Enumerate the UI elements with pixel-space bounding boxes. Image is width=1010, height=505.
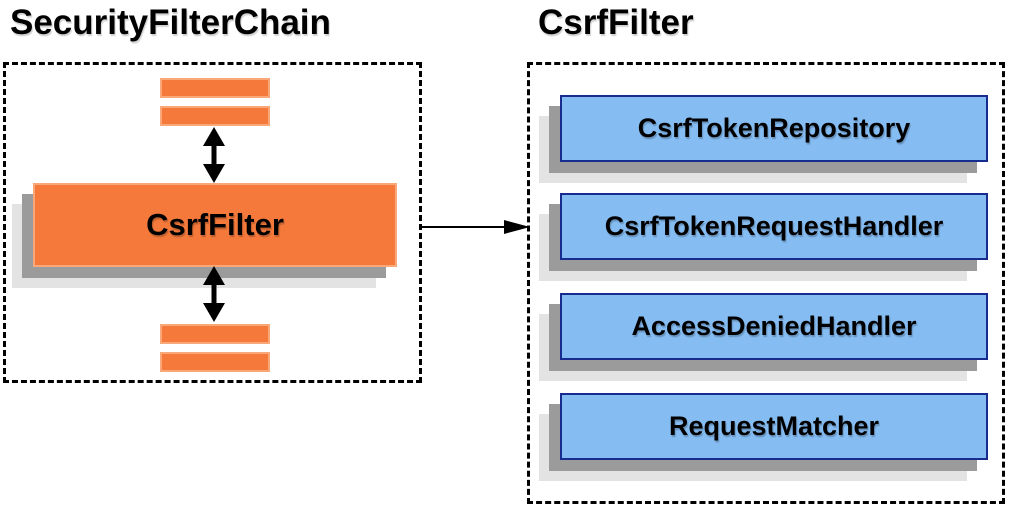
arrow-right-icon	[420, 217, 530, 237]
csrf-filter-container: CsrfTokenRepository CsrfTokenRequestHand…	[527, 62, 1005, 504]
right-panel-title: CsrfFilter	[538, 3, 694, 42]
component-box-label: CsrfTokenRepository	[637, 113, 911, 143]
filter-chain-bar	[160, 324, 270, 344]
filter-chain-bar	[160, 352, 270, 372]
filter-chain-bar	[160, 78, 270, 98]
left-panel-title: SecurityFilterChain	[10, 3, 331, 42]
component-box-csrf-token-repository: CsrfTokenRepository	[560, 95, 988, 162]
double-arrow-icon	[196, 127, 232, 183]
component-box-label: AccessDeniedHandler	[631, 311, 917, 341]
component-box-label: RequestMatcher	[668, 411, 880, 441]
double-arrow-icon	[196, 266, 232, 322]
filter-chain-bar	[160, 106, 270, 126]
security-filter-chain-container: CsrfFilter	[3, 62, 422, 383]
csrf-filter-box: CsrfFilter	[33, 183, 397, 267]
component-box-request-matcher: RequestMatcher	[560, 393, 988, 460]
component-box-label: CsrfTokenRequestHandler	[604, 211, 944, 241]
component-box-csrf-token-request-handler: CsrfTokenRequestHandler	[560, 193, 988, 260]
csrf-filter-box-label: CsrfFilter	[146, 207, 284, 242]
component-box-access-denied-handler: AccessDeniedHandler	[560, 293, 988, 360]
